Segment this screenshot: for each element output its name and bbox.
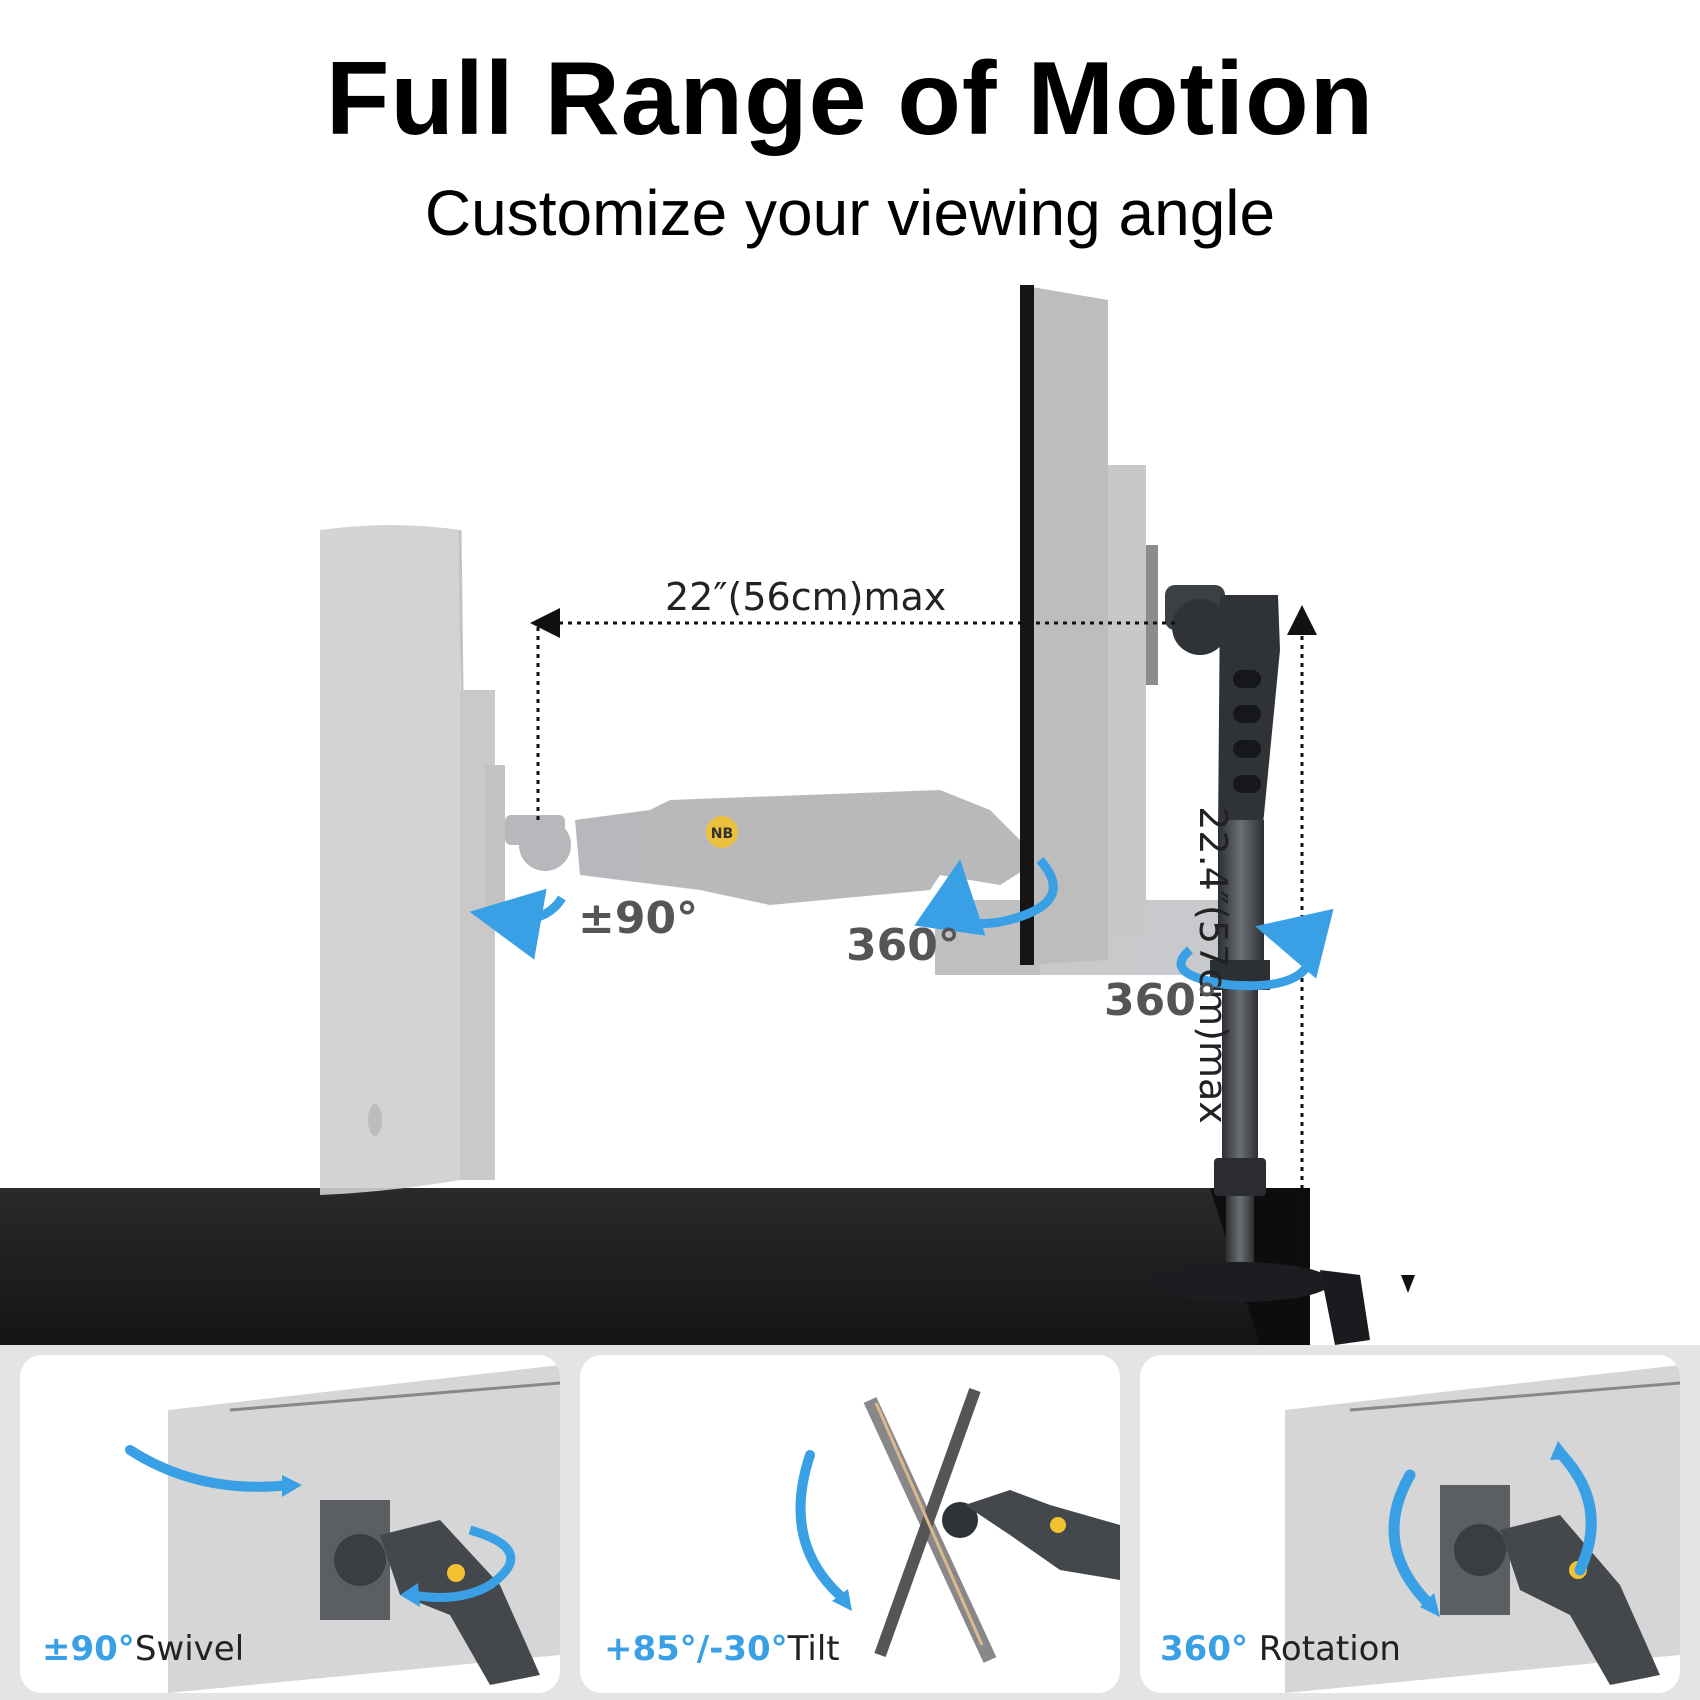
- feature-value-swivel: ±90°: [42, 1629, 135, 1669]
- height-dimension-bottom-arrow: [1401, 1275, 1415, 1293]
- desk: [0, 1188, 1310, 1345]
- hero-drawing: NB: [0, 285, 1415, 1345]
- extended-monitor: [320, 525, 505, 1195]
- pole-rotation-arrow: [1176, 908, 1334, 991]
- monitor-arm: [1148, 585, 1370, 1345]
- swivel-degree-label: ±90°: [578, 893, 699, 944]
- height-label: 22.4″(57cm)max: [1191, 806, 1235, 1124]
- feature-label-tilt: Tilt: [787, 1629, 840, 1669]
- swivel-illustration: [125, 1365, 560, 1693]
- feature-caption-tilt: +85°/-30°Tilt: [604, 1629, 840, 1669]
- elbow-rotation-label: 360°: [846, 920, 960, 971]
- upright-monitor: [1020, 285, 1158, 965]
- nb-logo-text: NB: [711, 826, 733, 842]
- feature-panel-swivel: ±90°Swivel: [20, 1355, 560, 1693]
- feature-caption-swivel: ±90°Swivel: [42, 1629, 244, 1669]
- feature-panel-rotation: 360° Rotation: [1140, 1355, 1680, 1693]
- rotation-illustration: [1285, 1365, 1680, 1693]
- page-title: Full Range of Motion: [325, 41, 1375, 157]
- hero-illustration: NB: [0, 285, 1415, 1345]
- nb-logo-badge: [706, 816, 738, 848]
- elbow-rotation-arrow: [914, 857, 1058, 936]
- feature-value-rotation: 360°: [1160, 1629, 1248, 1669]
- feature-value-tilt: +85°/-30°: [604, 1629, 788, 1669]
- page-subtitle: Customize your viewing angle: [424, 177, 1276, 249]
- feature-panel-tilt: +85°/-30°Tilt: [580, 1355, 1120, 1693]
- reach-label: 22″(56cm)max: [665, 575, 947, 619]
- tilt-illustration: [795, 1387, 1120, 1663]
- feature-label-swivel: Swivel: [134, 1629, 245, 1669]
- swivel-arrow: [469, 888, 566, 960]
- feature-caption-rotation: 360° Rotation: [1160, 1629, 1401, 1669]
- pole-rotation-label: 360°: [1104, 975, 1218, 1026]
- feature-label-rotation: Rotation: [1247, 1629, 1401, 1669]
